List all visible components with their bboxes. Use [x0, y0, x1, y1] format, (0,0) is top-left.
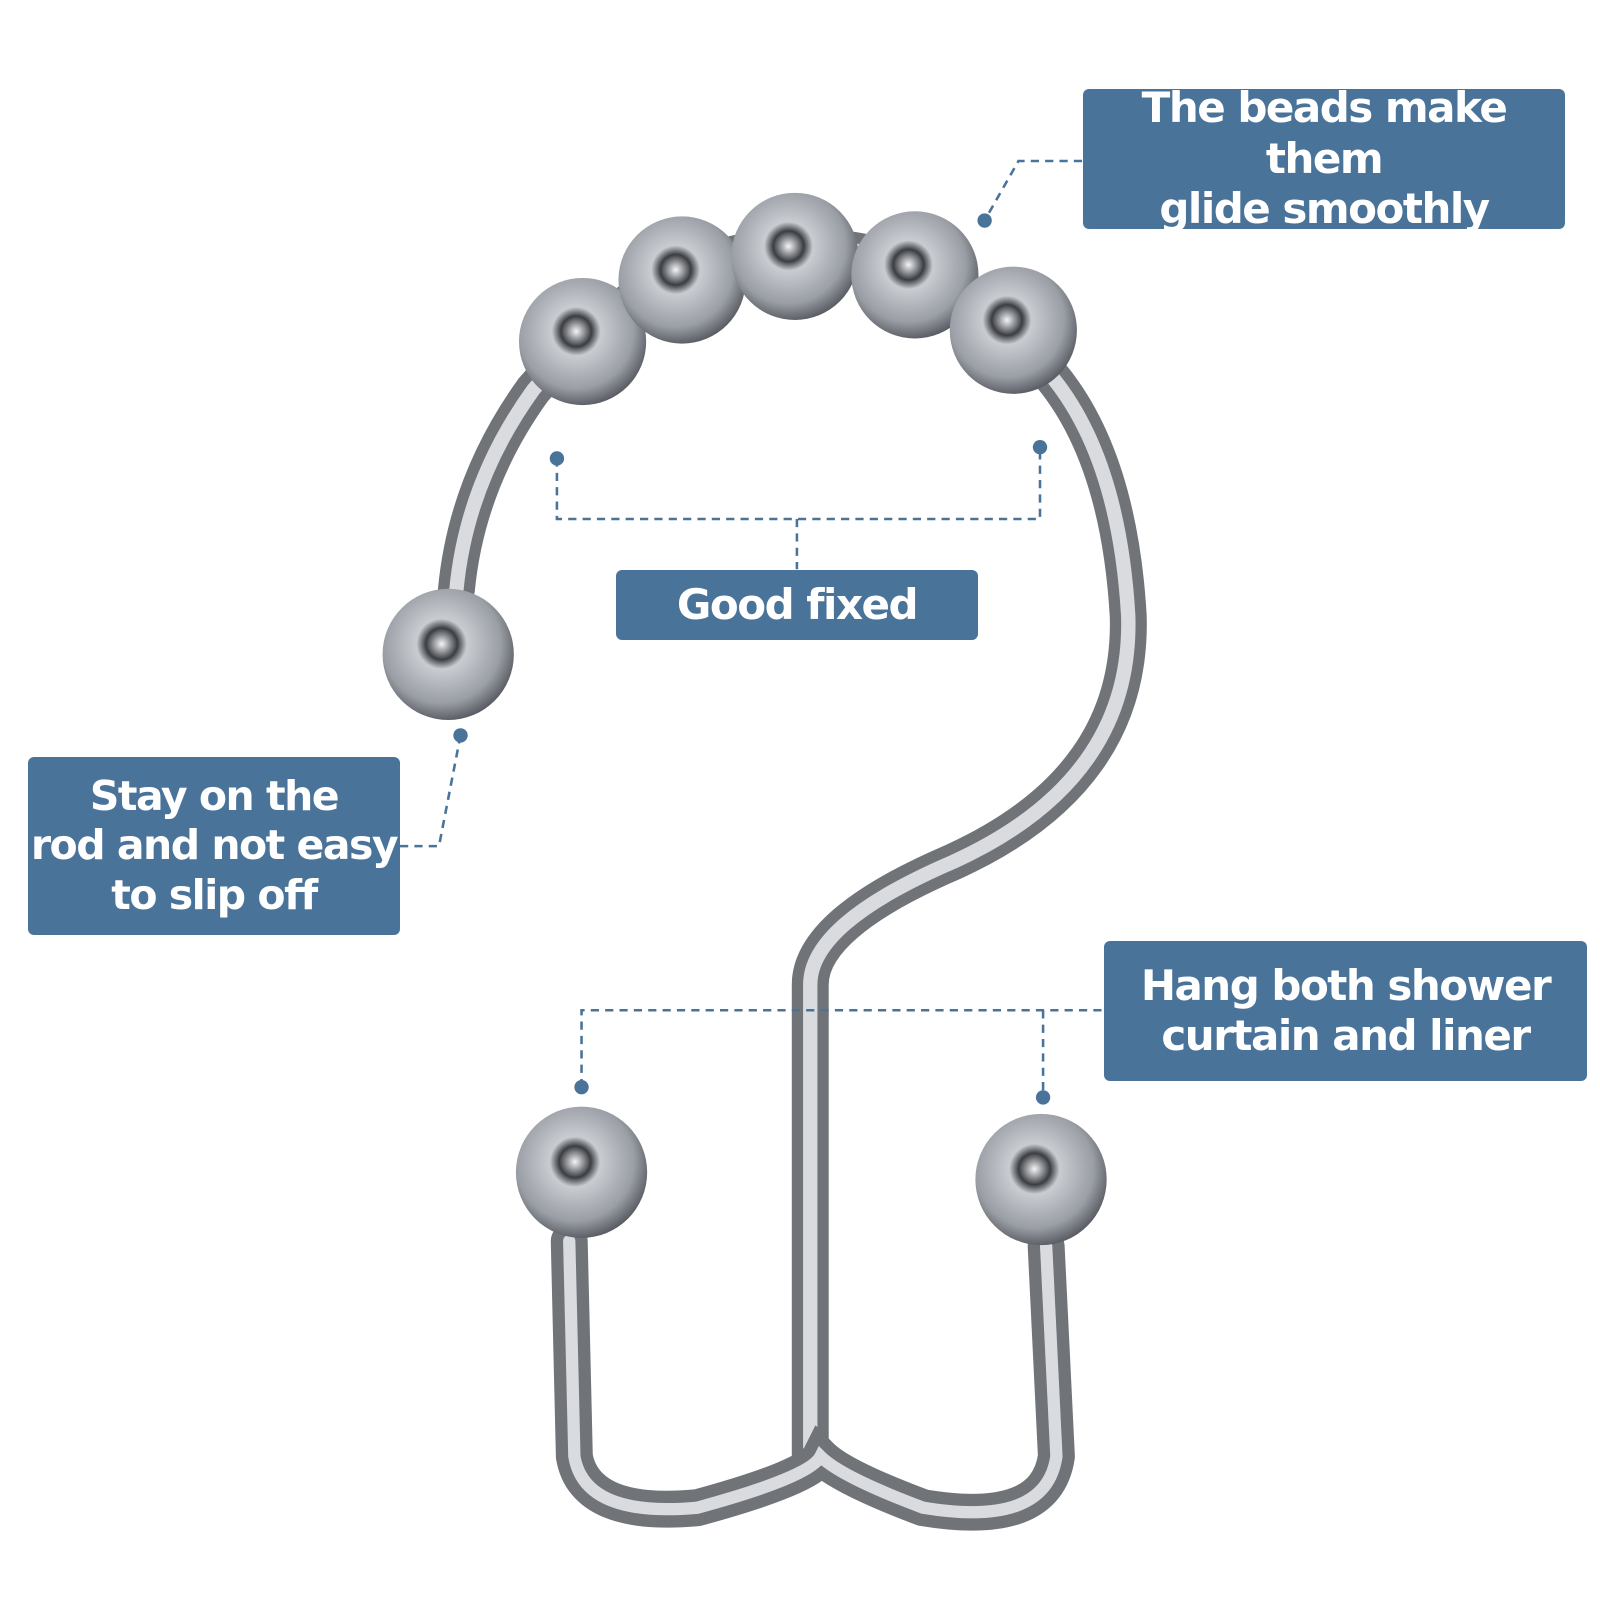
- callout-text: glide smoothly: [1159, 184, 1490, 234]
- callout-hang-both: Hang both shower curtain and liner: [1104, 941, 1587, 1081]
- callout-text: to slip off: [111, 870, 318, 919]
- bead: [518, 277, 647, 406]
- bead: [731, 192, 859, 320]
- bead: [618, 216, 746, 344]
- callout-good-fixed: Good fixed: [616, 570, 978, 640]
- callout-beads-glide: The beads make them glide smoothly: [1083, 83, 1565, 233]
- callout-text: curtain and liner: [1161, 1011, 1531, 1060]
- bead: [949, 266, 1077, 394]
- callout-text: Hang both shower: [1140, 960, 1552, 1010]
- end-ball: [382, 588, 514, 720]
- leader-dots: [453, 213, 1051, 1105]
- hook-wire: [437, 227, 1147, 1531]
- callout-stay-on-rod: Stay on the rod and not easy to slip off: [28, 757, 400, 935]
- callout-text: rod and not easy: [30, 821, 399, 870]
- leader-lines: [399, 159, 1105, 1098]
- bead: [851, 211, 979, 339]
- end-ball: [975, 1113, 1107, 1246]
- callout-text: Stay on the: [89, 772, 340, 821]
- callout-text: Good fixed: [676, 579, 919, 629]
- end-ball: [515, 1106, 648, 1238]
- beads: [382, 192, 1107, 1246]
- callout-text: The beads make them: [1141, 83, 1508, 183]
